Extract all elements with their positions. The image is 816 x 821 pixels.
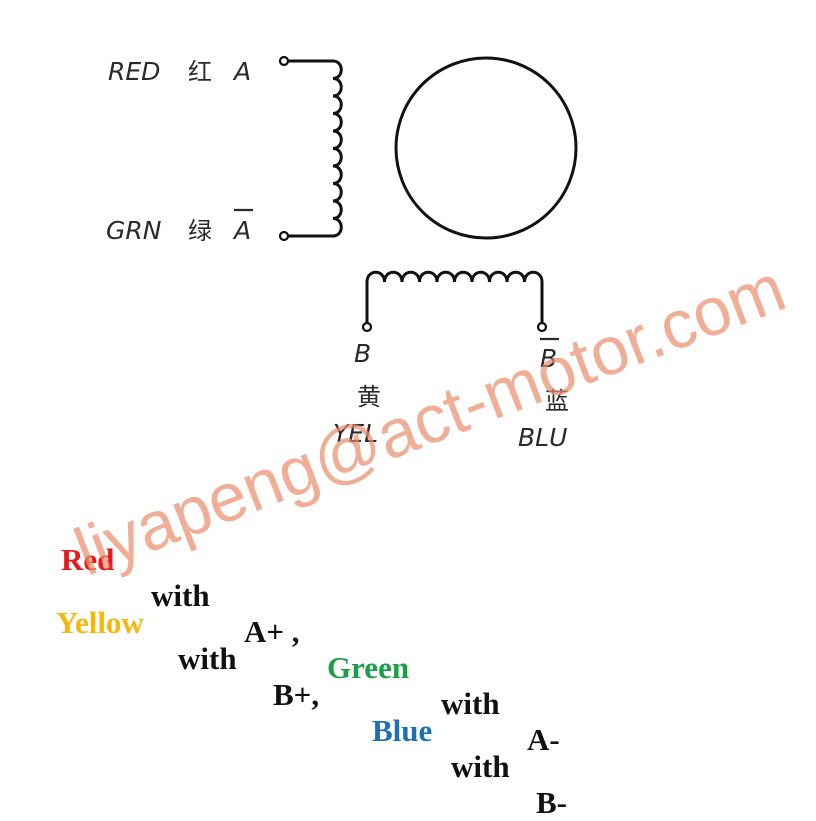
coil-a-winding — [332, 59, 343, 238]
legend-b-minus: B- — [536, 785, 567, 820]
terminal-b-minus — [536, 321, 548, 333]
terminal-a-plus — [278, 55, 290, 67]
motor-symbol — [394, 56, 578, 240]
red-chinese-label: 红 — [188, 58, 212, 86]
grn-chinese-label: 绿 — [188, 217, 212, 245]
legend-yellow: Yellow — [56, 605, 144, 640]
phase-a-label: A — [232, 57, 251, 86]
legend-line-2: Yellow with B+, Blue with B- — [0, 569, 816, 821]
red-wire-label: RED — [108, 57, 160, 86]
wiring-diagram: RED 红 A GRN 绿 A B 黄 YEL B 蓝 BLU — [106, 55, 578, 452]
phase-a-bar-label: A — [232, 216, 251, 245]
grn-wire-label: GRN — [106, 216, 162, 245]
legend-blue: Blue — [372, 713, 433, 748]
legend-b-plus: B+, — [273, 677, 320, 712]
legend-with: with — [151, 578, 210, 613]
coil-b-winding — [365, 270, 544, 283]
legend-red: Red — [61, 542, 115, 577]
phase-b-bar-label: B — [540, 344, 557, 373]
legend-with: with — [451, 749, 510, 784]
phase-b-label: B — [354, 339, 371, 368]
yel-wire-label: YEL — [333, 419, 378, 448]
terminal-b-plus — [361, 321, 373, 333]
legend-a-plus: A+ , — [244, 614, 300, 649]
legend-with: with — [178, 641, 237, 676]
coil-a — [278, 55, 343, 242]
coil-b — [361, 270, 548, 333]
terminal-a-minus — [278, 230, 290, 242]
blu-wire-label: BLU — [518, 423, 567, 452]
yel-chinese-label: 黄 — [357, 383, 381, 411]
blu-chinese-label: 蓝 — [545, 387, 569, 415]
